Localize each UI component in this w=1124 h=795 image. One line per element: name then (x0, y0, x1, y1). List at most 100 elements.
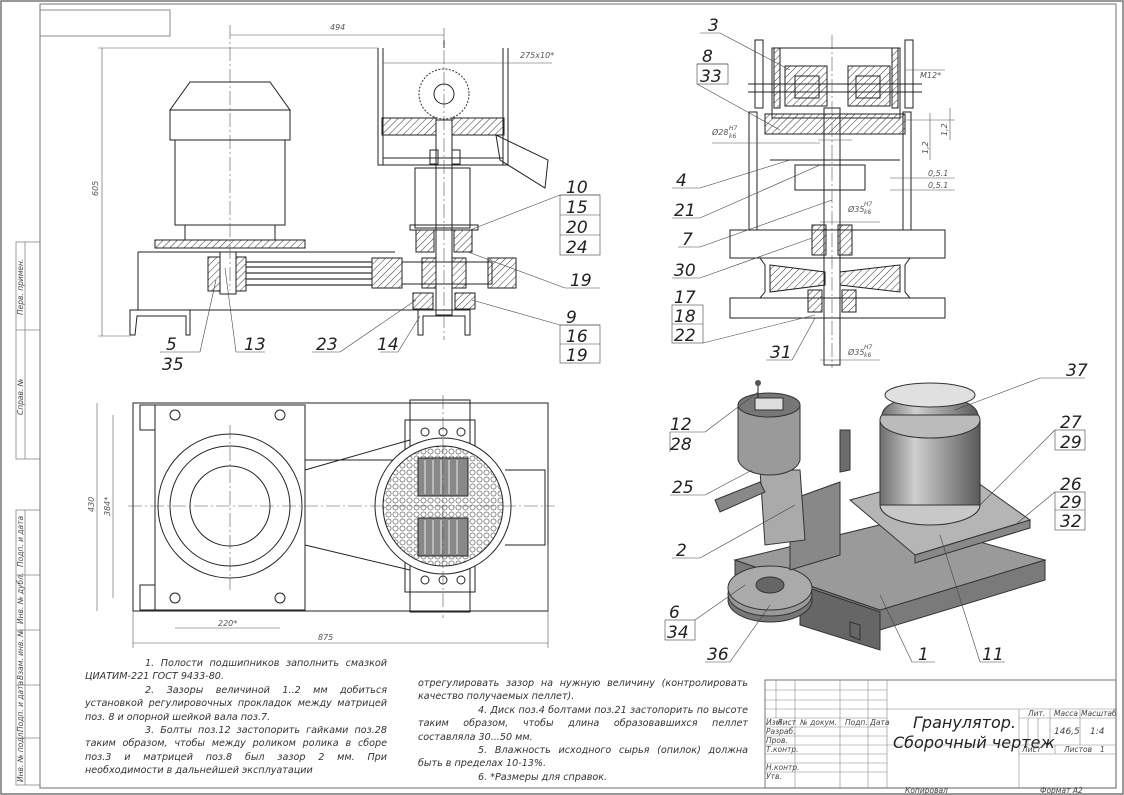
dim-494: 494 (330, 23, 345, 32)
row-developed: Разраб. (766, 727, 795, 736)
stamp-sign-date-2: Подп. и дата (16, 681, 25, 732)
stamp-replace-inv: Взам. инв. № (16, 629, 25, 680)
callout-14: 14 (377, 335, 399, 355)
title-block: Изм Лист № докум. Подп. Дата Разраб. Про… (764, 679, 1117, 795)
dim-220: 220* (218, 619, 237, 628)
isometric-view: 37 12 28 25 2 27 29 26 29 32 6 34 36 1 1… (664, 361, 1088, 665)
sheets-label: Листов (1063, 745, 1092, 754)
callout-11: 11 (982, 645, 1004, 665)
callout-13: 13 (244, 335, 266, 355)
callout-19b: 19 (566, 346, 588, 366)
fit35a-num: H7 (864, 201, 873, 208)
dim-fit-35a: Ø35 (847, 204, 864, 214)
callout-7: 7 (682, 230, 693, 250)
fit35b-num: H7 (864, 344, 873, 351)
dim-gap-2: 0,5.1 (928, 181, 948, 190)
row-approved: Утв. (766, 772, 782, 781)
mass-label: Масса (1054, 709, 1078, 718)
callout-16: 16 (566, 327, 588, 347)
col-doc-no: № докум. (799, 718, 837, 727)
callout-29a: 29 (1060, 433, 1082, 453)
technical-notes-col2: отрегулировать зазор на нужную величину … (418, 677, 748, 784)
front-view: 494 605 275x10* 5 35 13 23 14 10 15 20 2… (91, 23, 601, 375)
drawing-title-line2: Сборочный чертеж (893, 733, 1055, 752)
lit-label: Лит. (1027, 709, 1045, 718)
col-date: Дата (869, 718, 890, 727)
dim-430: 430 (87, 497, 96, 512)
callout-1: 1 (918, 645, 929, 665)
callout-28: 28 (670, 435, 692, 455)
note-1: 1. Полости подшипников заполнить смазкой… (85, 658, 387, 683)
dim-hopper: 275x10* (520, 51, 554, 60)
section-view: M12* Ø28 H7 k6 Ø35 H7 k6 Ø35 H7 k6 0,5.1… (671, 16, 955, 368)
col-change: Изм (766, 718, 782, 727)
row-norm-control: Н.контр. (766, 763, 800, 772)
callout-8: 8 (702, 47, 713, 67)
callout-29b: 29 (1060, 493, 1082, 513)
callout-9: 9 (566, 308, 577, 328)
note-2: 2. Зазоры величиной 1..2 мм добиться уст… (85, 684, 387, 723)
plan-view: 430 384* 220* 875 (87, 395, 555, 648)
col-sheet: Лист (776, 718, 797, 727)
dim-fit-28: Ø28 (711, 127, 728, 137)
callout-31: 31 (770, 343, 792, 363)
callout-5: 5 (166, 335, 177, 355)
note-3: 3. Болты поз.12 застопорить гайками поз.… (85, 725, 387, 777)
note-4: 4. Диск поз.4 болтами поз.21 застопорить… (418, 704, 748, 743)
fit28-den: k6 (729, 133, 736, 140)
dim-gap-1: 0,5.1 (928, 169, 948, 178)
stamp-reference-no: Справ. № (16, 378, 25, 415)
col-sign: Подп. (845, 718, 868, 727)
fit35a-den: k6 (864, 209, 871, 216)
callout-23: 23 (316, 335, 338, 355)
callout-10: 10 (566, 178, 588, 198)
format-label: Формат A2 (1040, 786, 1083, 795)
dim-m12: M12* (920, 71, 941, 80)
stamp-first-use: Перв. примен. (16, 259, 25, 315)
callout-25: 25 (672, 478, 694, 498)
stamp-orig-inv: Инв. № подл. (16, 730, 25, 782)
mass-value: 146,5 (1054, 727, 1080, 737)
callout-2: 2 (676, 541, 687, 561)
dim-384: 384* (103, 497, 112, 516)
callout-34: 34 (667, 623, 689, 643)
callout-21: 21 (674, 201, 696, 221)
dim-875: 875 (318, 633, 333, 642)
note-3-cont: отрегулировать зазор на нужную величину … (418, 678, 748, 703)
callout-19: 19 (570, 271, 592, 291)
note-6: 6. *Размеры для справок. (478, 771, 608, 783)
callout-15: 15 (566, 198, 588, 218)
row-checked: Пров. (766, 736, 788, 745)
callout-17: 17 (674, 288, 696, 308)
note-5: 5. Влажность исходного сырья (опилок) до… (418, 745, 748, 770)
callout-32: 32 (1060, 512, 1082, 532)
callout-18: 18 (674, 307, 696, 327)
callout-22: 22 (674, 326, 696, 346)
callout-4: 4 (676, 171, 687, 191)
stamp-sign-date-1: Подп. и дата (16, 516, 25, 567)
technical-notes-col1: 1. Полости подшипников заполнить смазкой… (85, 657, 387, 778)
callout-12: 12 (670, 415, 692, 435)
drawing-title-line1: Гранулятор. (913, 713, 1016, 732)
side-stamp-column: Перв. примен. Справ. № Подп. и дата Инв.… (15, 241, 41, 786)
sheets-value: 1 (1100, 745, 1105, 754)
callout-30: 30 (674, 261, 696, 281)
copied-label: Копировал (905, 786, 948, 795)
dim-fit-35b: Ø35 (847, 347, 864, 357)
dim-605: 605 (91, 181, 100, 196)
callout-3: 3 (708, 16, 719, 36)
callout-27: 27 (1060, 413, 1082, 433)
stamp-dup-inv: Инв. № дубл. (16, 573, 25, 624)
row-tech-control: Т.контр. (766, 745, 799, 754)
callout-37: 37 (1066, 361, 1088, 381)
dim-h2: 1,2 (940, 123, 949, 136)
callout-35: 35 (162, 355, 184, 375)
callout-26: 26 (1060, 475, 1082, 495)
callout-33: 33 (700, 67, 722, 87)
dim-h1: 1,2 (921, 141, 930, 154)
callout-36: 36 (707, 645, 729, 665)
fit35b-den: k6 (864, 352, 871, 359)
sheet-label: Лист (1021, 745, 1042, 754)
callout-6: 6 (669, 603, 680, 623)
